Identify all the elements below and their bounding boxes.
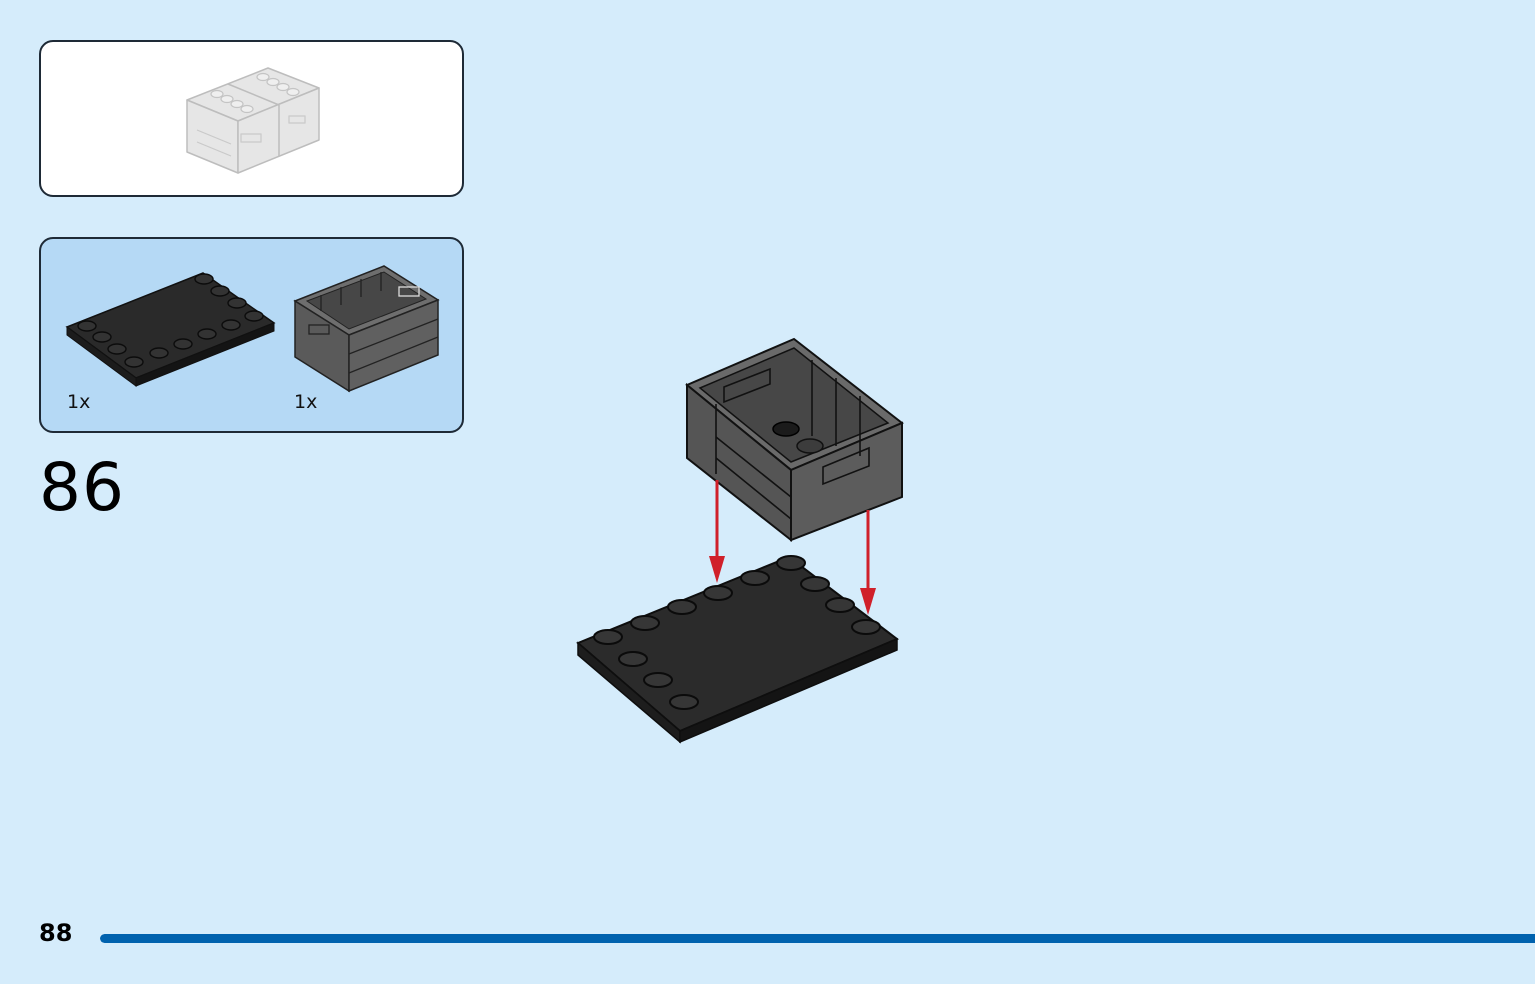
crate-brick-icon (293, 265, 440, 393)
progress-bar-fill (100, 934, 1535, 943)
sub-assembly-preview-icon (186, 67, 320, 174)
placement-arrow-icon (709, 480, 876, 615)
step-number: 86 (39, 449, 125, 526)
progress-bar (100, 934, 1535, 943)
crate-icon (685, 337, 904, 543)
part-quantity: 1x (67, 391, 91, 413)
page-number: 88 (39, 919, 73, 947)
parts-list-panel: 1x 1x (39, 237, 464, 433)
sub-assembly-preview-panel (39, 40, 464, 197)
plate-with-studs-icon (65, 272, 276, 387)
part-quantity: 1x (294, 391, 318, 413)
base-plate-icon (576, 555, 899, 744)
